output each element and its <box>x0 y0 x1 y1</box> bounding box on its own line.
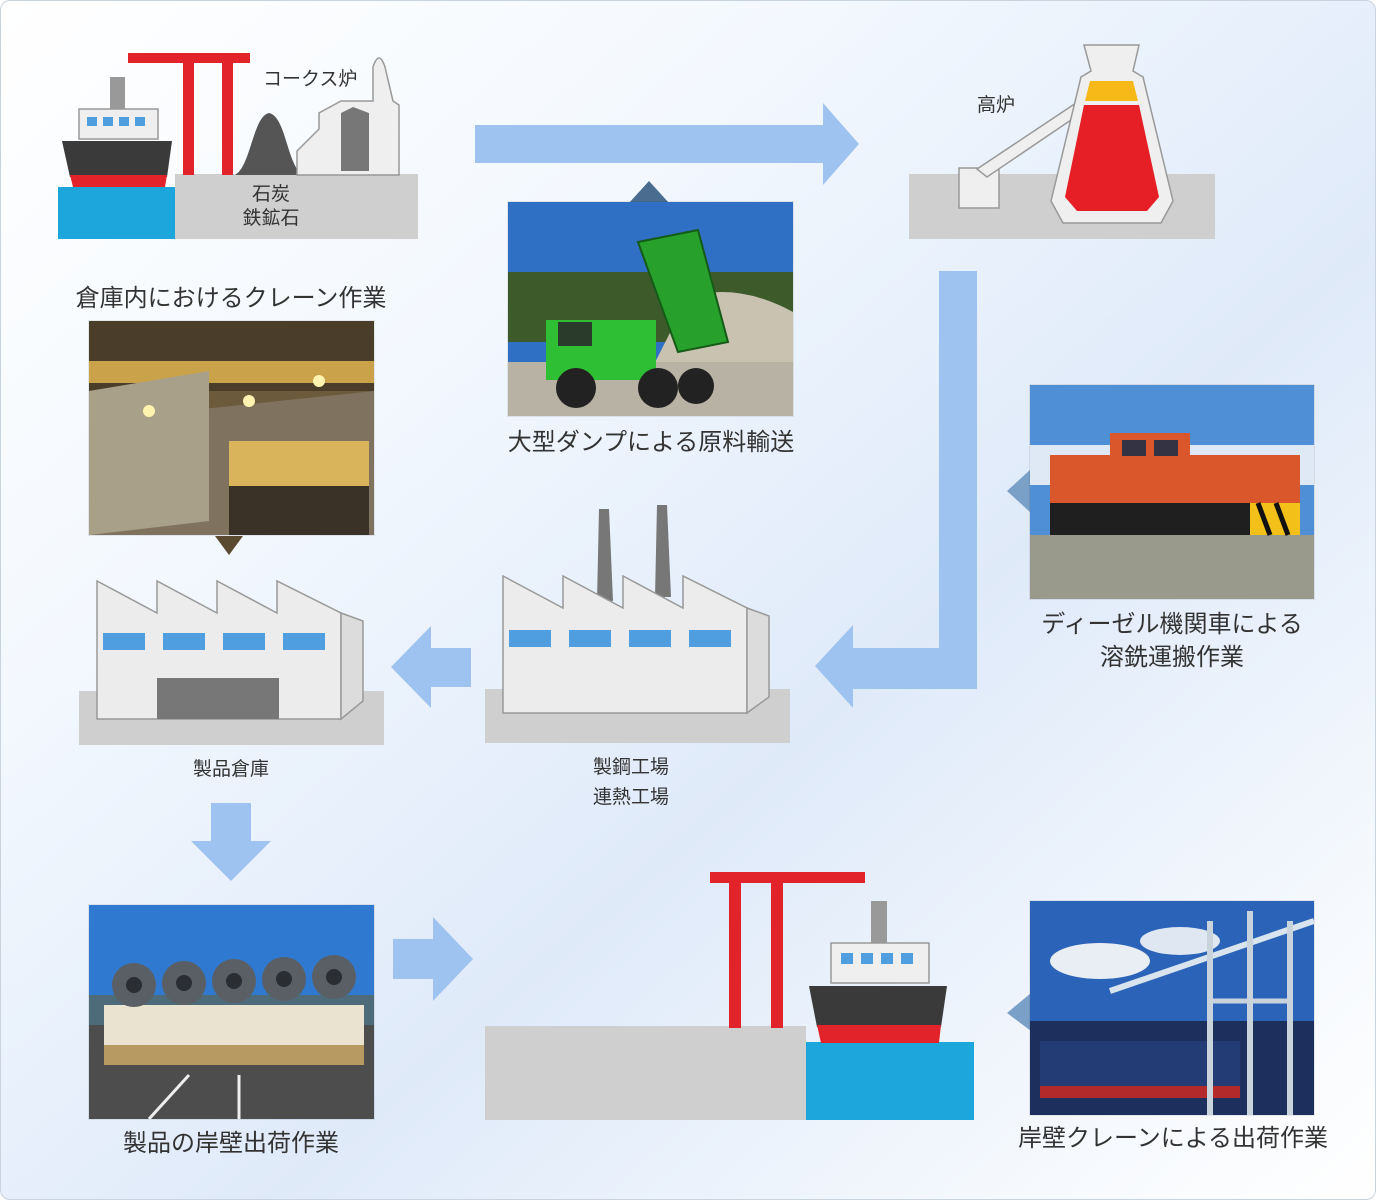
flow-arrows <box>191 103 977 1001</box>
quay-ground <box>175 174 418 239</box>
dump-truck-caption: 大型ダンプによる原料輸送 <box>507 428 795 456</box>
coal-pile-icon <box>235 113 303 175</box>
cargo-ship-icon <box>62 77 172 187</box>
quay-crane-photo <box>1030 901 1314 1115</box>
iron-ore-label: 鉄鉱石 <box>242 207 300 229</box>
coil-transporter-photo <box>89 905 374 1119</box>
photo-pointers <box>215 181 1031 1031</box>
arrow-to-steel-plant <box>815 271 977 708</box>
arrow-to-quay <box>393 917 473 1001</box>
product-warehouse-illustration <box>79 579 384 745</box>
unloader-crane-icon <box>128 53 250 175</box>
diesel-loco-caption-line2: 溶銑運搬作業 <box>1100 643 1244 671</box>
steel-plant-label-line2: 連熱工場 <box>592 786 669 808</box>
coke-oven-label: コークス炉 <box>263 68 358 90</box>
coal-label: 石炭 <box>251 183 290 205</box>
steel-plant-illustration <box>485 505 790 743</box>
diesel-loco-caption-line1: ディーゼル機関車による <box>1041 610 1303 638</box>
arrow-to-blast-furnace <box>475 103 859 185</box>
blast-furnace-label: 高炉 <box>977 94 1016 116</box>
coke-oven-icon <box>296 57 400 176</box>
blast-furnace-illustration <box>909 44 1215 239</box>
cargo-ship-icon-2 <box>809 901 947 1043</box>
arrow-to-shipping <box>191 803 271 881</box>
product-shipping-caption: 製品の岸壁出荷作業 <box>123 1129 339 1157</box>
diesel-locomotive-photo <box>1030 385 1314 599</box>
warehouse-crane-photo <box>89 321 374 535</box>
quay-crane-caption: 岸壁クレーンによる出荷作業 <box>1017 1124 1329 1152</box>
product-warehouse-label: 製品倉庫 <box>192 758 269 780</box>
raw-material-port-illustration <box>58 53 418 239</box>
dump-truck-photo <box>508 202 793 416</box>
harbor-water <box>58 187 176 239</box>
warehouse-crane-caption: 倉庫内におけるクレーン作業 <box>75 284 387 312</box>
arrow-to-warehouse <box>391 626 471 708</box>
steel-plant-label-line1: 製鋼工場 <box>592 756 669 778</box>
shipping-quay-illustration <box>485 872 974 1120</box>
